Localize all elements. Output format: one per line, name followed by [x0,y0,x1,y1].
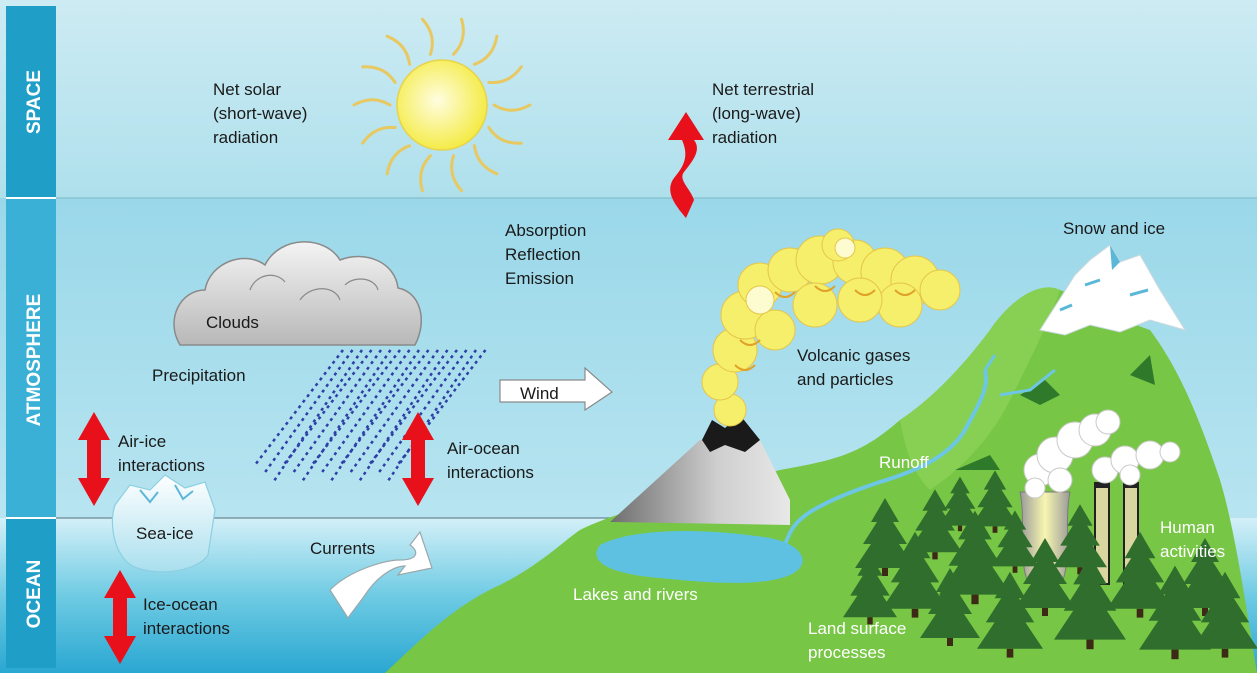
rain-streak [377,349,468,474]
volcano-icon [610,415,790,525]
label-human-activities: Human activities [1160,518,1225,561]
sun-ray [492,103,532,112]
label-air-ice-interactions: Air-ice interactions [118,432,205,475]
sun-ray [385,34,412,66]
sun-ray [361,65,397,84]
rain-streak [282,349,373,466]
label-air-ocean-interactions: Air-ocean interactions [447,439,534,482]
label-currents: Currents [310,539,375,558]
label-net-terrestrial: Net terrestrial (long-wave) radiation [712,80,819,147]
rain-streak [311,349,401,466]
longwave-radiation-arrow-icon [668,112,704,218]
label-lakes-and-rivers: Lakes and rivers [573,585,698,604]
rain-streak [263,349,354,474]
wind-arrow [499,366,613,412]
air-ocean-arrow-icon [402,412,434,506]
label-volcanic-gases: Volcanic gases and particles [797,346,915,389]
sun-ray [487,126,523,145]
space-zone [0,0,1257,198]
precipitation-rain [254,349,487,482]
cloud-icon [173,241,423,346]
ice-ocean-arrow-icon [104,570,136,664]
label-runoff: Runoff [879,453,929,472]
sun-ray [385,144,412,176]
label-net-solar: Net solar (short-wave) radiation [213,80,312,147]
sun-ray [361,125,397,145]
rain-streak [339,349,430,466]
air-ice-arrow-icon [78,412,110,506]
volcanic-plume [701,228,961,427]
rain-streak [329,349,421,482]
rain-streak [254,349,344,466]
rain-streak [320,349,411,474]
river [783,369,988,546]
sun-ray [487,65,523,85]
sun-ray [420,17,434,56]
label-precipitation: Precipitation [152,366,246,385]
label-absorption-reflection-emission: Absorption Reflection Emission [505,221,591,288]
label-wind: Wind [520,384,559,403]
rain-streak [358,349,449,482]
sea-ice-icon [111,474,216,573]
snow-peaks [1039,244,1187,336]
sun-ray [472,144,499,176]
zone-label-space: SPACE [24,70,45,134]
label-land-surface-processes: Land surface processes [808,619,911,662]
label-ice-ocean-interactions: Ice-ocean interactions [143,595,230,638]
rain-streak [291,349,383,474]
sun-ray [352,98,392,107]
sidebar-ocean [6,518,56,668]
sun-ray [419,154,432,193]
rain-streak [272,349,364,482]
sun-ray [472,34,499,66]
label-clouds: Clouds [206,313,259,332]
sidebar-space [6,6,56,198]
zone-label-atmosphere: ATMOSPHERE [24,294,45,427]
rain-streak [348,349,440,474]
sun-icon [352,17,532,193]
rain-streak [368,349,458,466]
rain-streak [386,349,478,482]
lake [596,530,803,583]
sun-ray [452,17,465,56]
rain-streak [301,349,392,482]
sun-ray [450,154,464,193]
label-snow-and-ice: Snow and ice [1063,219,1165,238]
label-sea-ice: Sea-ice [136,524,194,543]
currents-arrow [329,530,433,620]
sidebar-atmosphere [6,198,56,518]
zone-label-ocean: OCEAN [24,560,45,629]
